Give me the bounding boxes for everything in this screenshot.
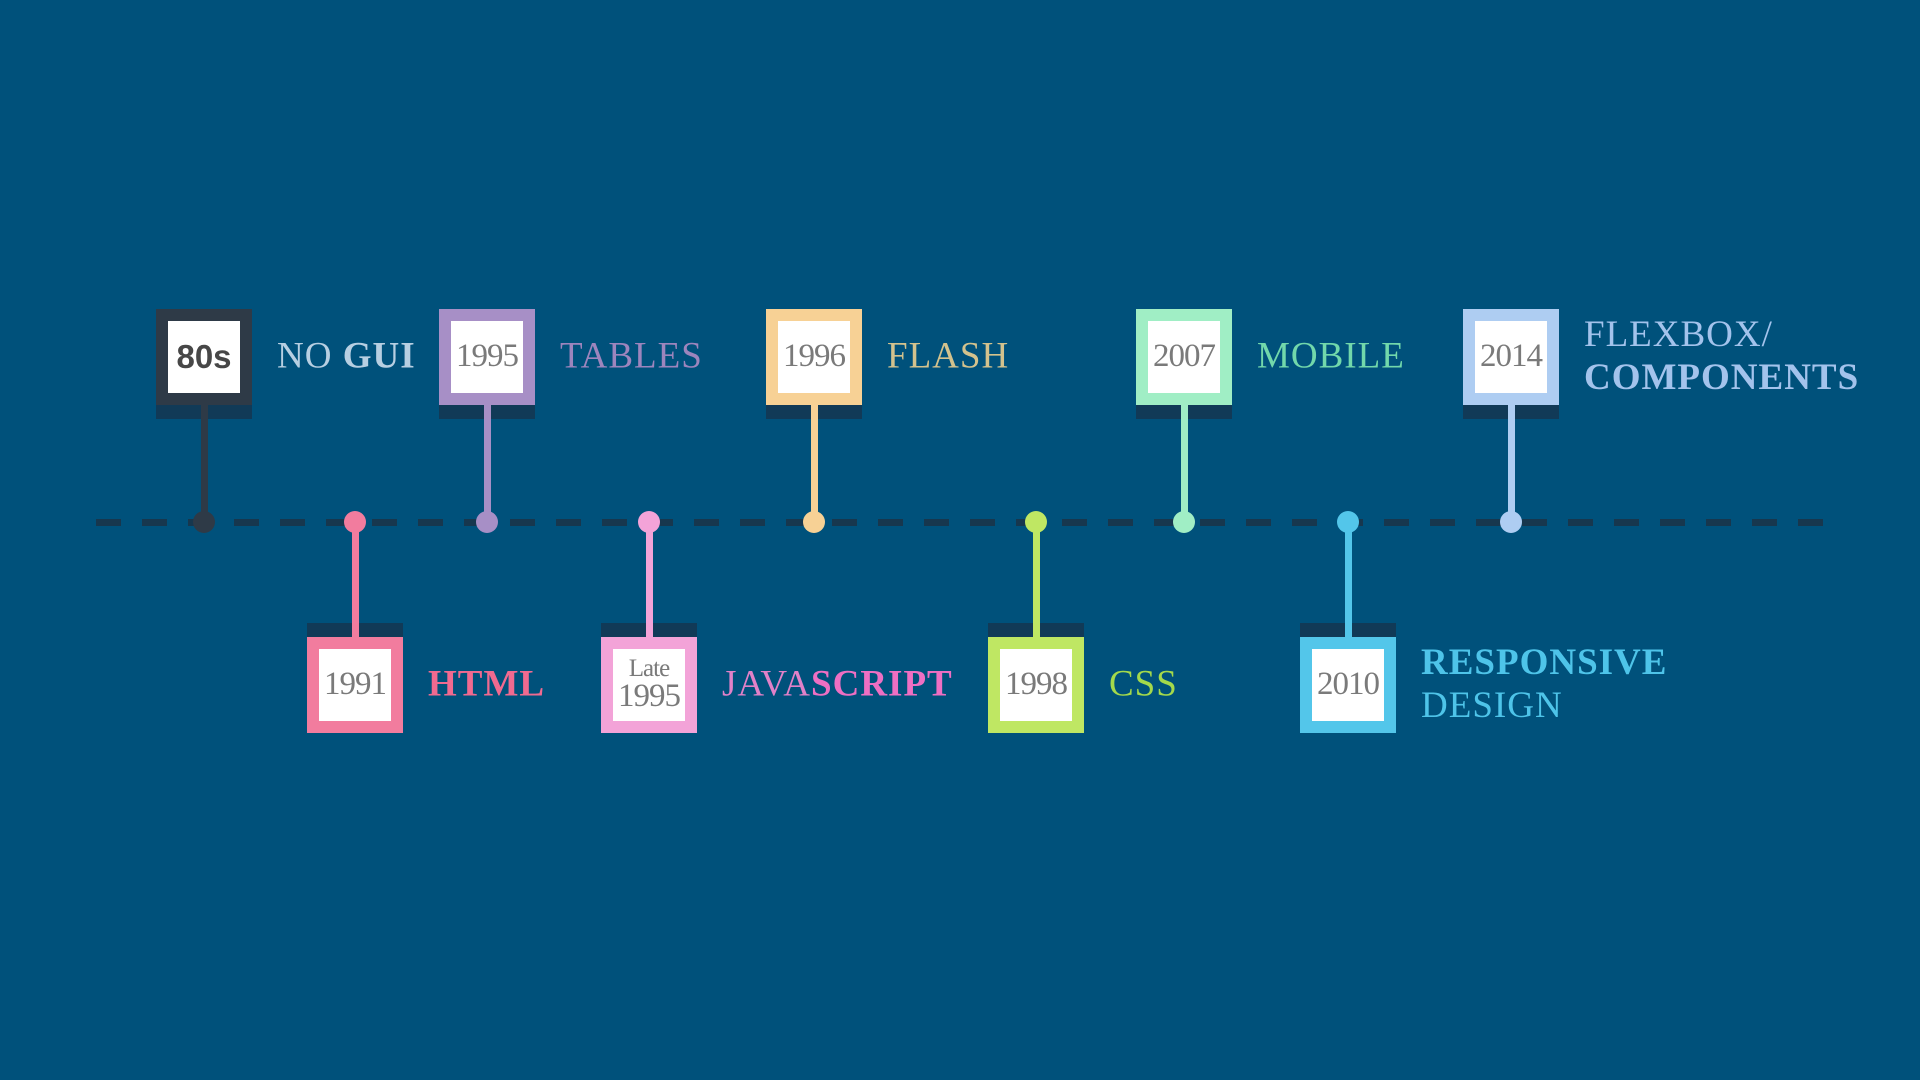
label-line: NO GUI — [277, 336, 416, 379]
label-segment: RESPONSIVE — [1421, 642, 1668, 684]
milestone-label: TABLES — [560, 336, 703, 379]
label-segment: CSS — [1109, 663, 1178, 705]
year-text: 1996 — [783, 338, 846, 375]
timeline-dot — [638, 511, 660, 533]
label-segment: JAVA — [722, 663, 812, 705]
milestone-label: CSS — [1109, 664, 1178, 707]
milestone-label: NO GUI — [277, 336, 416, 379]
year-marker: 2014 — [1463, 309, 1559, 405]
year-text: 2014 — [1480, 338, 1543, 375]
year-text: 2010 — [1317, 666, 1380, 703]
label-line: COMPONENTS — [1584, 357, 1859, 400]
timeline-dot — [193, 511, 215, 533]
year-line: Late — [628, 655, 670, 683]
connector-stem — [200, 405, 208, 522]
label-line: RESPONSIVE — [1421, 642, 1667, 685]
label-segment: SCRIPT — [811, 663, 953, 705]
connector-stem — [483, 405, 491, 522]
milestone-label: JAVASCRIPT — [722, 664, 953, 707]
connector-stem — [1344, 522, 1352, 637]
year-marker: 80s — [156, 309, 252, 405]
connector-stem — [1507, 405, 1515, 522]
year-text: 2007 — [1153, 338, 1216, 375]
year-line: 1995 — [456, 338, 519, 375]
year-line: 2010 — [1317, 666, 1380, 703]
label-line: FLEXBOX/ — [1584, 314, 1859, 357]
label-segment: NO — [277, 335, 343, 377]
timeline-dot — [1025, 511, 1047, 533]
connector-stem — [1180, 405, 1188, 522]
label-line: JAVASCRIPT — [722, 664, 953, 707]
connector-stem — [351, 522, 359, 637]
label-line: MOBILE — [1257, 336, 1405, 379]
label-line: CSS — [1109, 664, 1178, 707]
label-line: FLASH — [887, 336, 1009, 379]
year-line: 1996 — [783, 338, 846, 375]
year-marker: 2007 — [1136, 309, 1232, 405]
label-segment: HTML — [428, 663, 546, 705]
timeline-axis — [96, 519, 1844, 526]
year-marker: 1995 — [439, 309, 535, 405]
timeline-dot — [1500, 511, 1522, 533]
label-segment: FLASH — [887, 335, 1010, 377]
year-text: 1998 — [1005, 666, 1068, 703]
timeline-dot — [344, 511, 366, 533]
year-line: 1995 — [618, 678, 681, 715]
label-segment: MOBILE — [1257, 335, 1405, 377]
label-segment: COMPONENTS — [1584, 357, 1860, 398]
milestone-label: FLASH — [887, 336, 1009, 379]
label-line: HTML — [428, 664, 545, 707]
label-segment: DESIGN — [1421, 685, 1563, 726]
milestone-label: FLEXBOX/COMPONENTS — [1584, 314, 1859, 400]
year-marker: 1996 — [766, 309, 862, 405]
year-marker: 1998 — [988, 637, 1084, 733]
label-segment: TABLES — [560, 335, 703, 377]
label-line: TABLES — [560, 336, 703, 379]
label-segment: GUI — [342, 335, 416, 377]
connector-stem — [645, 522, 653, 637]
year-line: 1991 — [324, 666, 387, 703]
milestone-label: HTML — [428, 664, 545, 707]
year-line: 2007 — [1153, 338, 1216, 375]
connector-stem — [1032, 522, 1040, 637]
year-text: 1991 — [324, 666, 387, 703]
year-line: 2014 — [1480, 338, 1543, 375]
timeline-dot — [1173, 511, 1195, 533]
year-line: 1998 — [1005, 666, 1068, 703]
connector-stem — [810, 405, 818, 522]
year-marker: 1991 — [307, 637, 403, 733]
timeline-dot — [476, 511, 498, 533]
year-line: 80s — [176, 338, 232, 376]
timeline-dot — [1337, 511, 1359, 533]
label-segment: FLEXBOX/ — [1584, 314, 1773, 356]
year-text: 1995 — [456, 338, 519, 375]
label-line: DESIGN — [1421, 685, 1667, 728]
timeline-dot — [803, 511, 825, 533]
year-marker: 2010 — [1300, 637, 1396, 733]
milestone-label: MOBILE — [1257, 336, 1405, 379]
year-text: 80s — [176, 338, 232, 376]
